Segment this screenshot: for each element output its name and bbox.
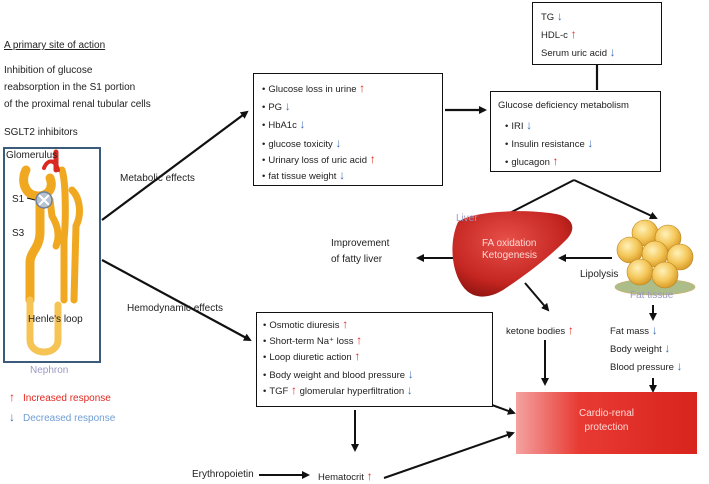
list-item: •Glucose loss in urine ↑ [262,81,366,95]
list-item: •Urinary loss of uric acid ↑ [262,152,376,166]
list-item: •glucagon ↑ [505,154,559,168]
metabolic-effects-box: •Glucose loss in urine ↑ •PG ↓ •HbA1c ↓ … [253,73,443,186]
list-item: •Short-term Na⁺ loss ↑ [263,333,363,347]
sglt2-label: SGLT2 inhibitors [4,127,78,138]
nephron-frame [3,147,101,363]
list-item: •Osmotic diuresis ↑ [263,317,349,331]
liver-illustration [452,211,573,297]
henle-label: Henle's loop [28,314,83,325]
legend-decreased: ↓Decreased response [9,410,116,424]
lipid-box: TG ↓ HDL-c ↑ Serum uric acid ↓ [532,2,662,65]
cardio-renal-block [516,392,697,454]
inhibition-line-3: of the proximal renal tubular cells [4,99,151,110]
hemodynamic-label: Hemodynamic effects [127,303,223,314]
glucose-deficiency-box: Glucose deficiency metabolism •IRI ↓ •In… [490,91,661,172]
list-item: Blood pressure ↓ [610,359,683,373]
hemodynamic-effects-box: •Osmotic diuresis ↑ •Short-term Na⁺ loss… [256,312,493,407]
inhibition-line-1: Inhibition of glucose [4,65,93,76]
list-item: •Body weight and blood pressure ↓ [263,367,414,381]
list-item: Body weight ↓ [610,341,671,355]
site-title: A primary site of action [4,40,106,51]
lipolysis-label: Lipolysis [580,269,619,280]
liver-fa-oxidation: FA oxidation [482,238,537,249]
list-item: •TGF ↑ glomerular hyperfiltration ↓ [263,383,413,397]
list-item: •PG ↓ [262,99,291,113]
list-item: •Loop diuretic action ↑ [263,349,361,363]
inhibition-line-2: reabsorption in the S1 portion [4,82,136,93]
list-item: •glucose toxicity ↓ [262,136,342,150]
fat-tissue-label: Fat tissue [630,290,674,301]
s1-label: S1 [12,194,25,205]
list-item: •Insulin resistance ↓ [505,136,594,150]
list-item: •fat tissue weight ↓ [262,168,346,182]
list-item: Fat mass ↓ [610,323,658,337]
liver-label: Liver [456,213,478,224]
s3-label: S3 [12,228,25,239]
legend-increased: ↑Increased response [9,390,111,404]
hematocrit-label: Hematocrit ↑ [318,469,373,483]
improvement-line-1: Improvement [331,238,390,249]
improvement-line-2: of fatty liver [331,254,383,265]
nephron-label: Nephron [30,365,69,376]
list-item: TG ↓ [541,9,563,23]
glomerulus-label: Glomerulus [6,150,58,161]
nephron-illustration [19,149,83,356]
arrow-hematocrit-cardio [383,431,515,479]
legend-decreased-text: Decreased response [23,413,116,424]
arrow-to-ketone [524,282,550,312]
liver-ketogenesis: Ketogenesis [482,250,538,261]
erythropoietin-label: Erythropoietin [192,469,254,480]
arrow-to-fat [573,179,658,220]
fat-tissue-illustration [614,219,696,296]
arrow-metabolic [101,110,249,221]
list-item: •HbA1c ↓ [262,117,306,131]
block-x-mark [38,194,50,206]
cardio-renal-line-2: protection [584,422,629,433]
arrow-hemo-cardio [491,404,516,415]
list-item: Serum uric acid ↓ [541,45,616,59]
legend-increased-text: Increased response [23,393,111,404]
ketone-bodies: ketone bodies ↑ [506,323,574,337]
glucose-box-title: Glucose deficiency metabolism [498,100,629,111]
s1-pointer [26,197,36,201]
metabolic-label: Metabolic effects [120,173,195,184]
cardio-renal-line-1: Cardio-renal [578,408,635,419]
arrow-hemodynamic [101,259,252,341]
list-item: HDL-c ↑ [541,27,577,41]
list-item: •IRI ↓ [505,118,533,132]
